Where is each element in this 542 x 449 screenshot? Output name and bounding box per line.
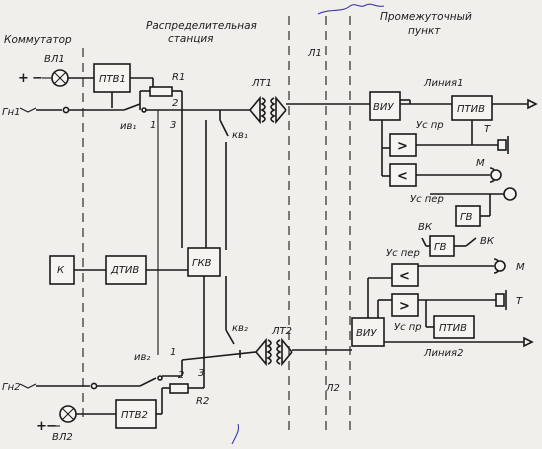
block-viu-1-label: ВИУ [373, 102, 394, 113]
label-t-1: Т [484, 124, 491, 135]
transformer-lt2-icon [255, 337, 293, 367]
label-kv2: кв₂ [232, 323, 248, 334]
amp-transmit-1-symbol: < [397, 169, 408, 184]
block-gv-2-label: ГВ [434, 242, 447, 253]
block-ptv1-label: ПТВ1 [99, 74, 126, 85]
block-dtiv [105, 255, 147, 285]
block-ptiv-1 [451, 95, 493, 121]
label-kv1: кв₁ [232, 130, 248, 141]
resistor-r1-icon [149, 86, 173, 97]
label-t-2: Т [516, 296, 523, 307]
block-viu-1 [369, 91, 401, 121]
jack-gn2-icon [19, 383, 37, 389]
receiver-icon [503, 187, 517, 201]
label-vl2: ВЛ2 [52, 432, 73, 443]
label-iv1: ив₁ [120, 121, 136, 132]
transformer-lt1-icon [249, 95, 287, 125]
amp-receive-2-symbol: > [399, 299, 410, 314]
label-l1: Л1 [307, 48, 322, 59]
section-title-commutator: Коммутатор [4, 34, 72, 46]
amp-receive-2 [391, 293, 419, 317]
label-n1: 1 [150, 120, 156, 131]
label-r1: R1 [172, 72, 185, 83]
label-gn2: Гн2 [2, 382, 20, 393]
block-ptiv-1-label: ПТИВ [457, 104, 485, 115]
label-n2-b: 2 [178, 370, 184, 381]
amp-transmit-2 [391, 263, 419, 287]
label-n1-b: 1 [170, 347, 176, 358]
pen-scribble-top [317, 3, 385, 15]
block-gkv-label: ГКВ [192, 258, 212, 269]
label-uspr-2: Ус пр [394, 322, 422, 333]
label-line1: Линия1 [423, 78, 463, 89]
microphone-m2-icon [493, 258, 506, 274]
block-gkv [187, 247, 221, 277]
resistor-r2-icon [169, 383, 189, 394]
label-plus-1: + [18, 71, 29, 86]
label-lt2: ЛТ2 [271, 326, 292, 337]
label-vl1: ВЛ1 [44, 54, 65, 65]
label-n2: 2 [172, 98, 178, 109]
telephone-t2-icon [495, 290, 507, 310]
label-gn1: Гн1 [2, 107, 20, 118]
section-title-point-line1: Промежуточный [380, 11, 472, 23]
amp-transmit-2-symbol: < [399, 269, 410, 284]
label-n3-b: 3 [198, 368, 204, 379]
label-minus-1: − [32, 71, 43, 86]
label-n3: 3 [170, 120, 176, 131]
block-ptv2-label: ПТВ2 [121, 410, 148, 421]
label-r2: R2 [196, 396, 209, 407]
label-iv2: ив₂ [134, 352, 150, 363]
label-vk-1: ВК [418, 222, 433, 233]
block-viu-2-label: ВИУ [356, 328, 377, 339]
block-k-label: К [57, 265, 65, 276]
pen-scribble-bottom [231, 423, 240, 445]
label-lt1: ЛТ1 [251, 78, 272, 89]
label-m-1: М [476, 158, 485, 169]
label-vk-2: ВК [480, 236, 495, 247]
label-usper-1: Ус пер [410, 194, 444, 205]
label-usper-2: Ус пер [386, 248, 420, 259]
label-m-2: М [516, 262, 525, 273]
amp-receive-1-symbol: > [397, 139, 408, 154]
block-gv-1-label: ГВ [460, 212, 473, 223]
microphone-m1-icon [489, 167, 502, 183]
label-plus-2: + [36, 419, 47, 434]
section-title-station-line2: станция [168, 33, 213, 45]
block-dtiv-label: ДТИВ [110, 265, 139, 276]
label-uspr-1: Ус пр [416, 120, 444, 131]
telephone-t1-icon [497, 136, 509, 154]
label-l2: Л2 [325, 383, 340, 394]
section-title-station-line1: Распределительная [146, 20, 257, 32]
block-ptiv-2-label: ПТИВ [439, 323, 467, 334]
lamp-vl2-icon [59, 405, 77, 423]
jack-gn1-icon [19, 107, 37, 113]
lamp-vl1-icon [51, 69, 69, 87]
section-title-point-line2: пункт [408, 25, 441, 37]
label-line2: Линия2 [423, 348, 463, 359]
